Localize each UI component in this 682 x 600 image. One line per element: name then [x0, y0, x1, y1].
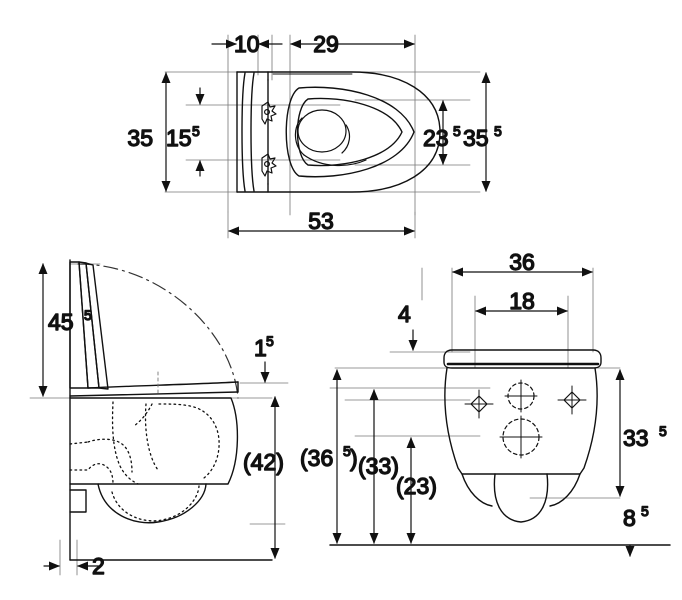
dim-label-15-5: 15 [166, 125, 192, 151]
seat-hinge-top [261, 101, 277, 177]
wc-trap-left-front [461, 473, 493, 507]
dim-label-1-5: 1 [254, 335, 267, 361]
wc-trap-right-front [549, 473, 581, 507]
wc-seat-ring-inner-top [296, 97, 403, 167]
dim-label-42: (42) [243, 449, 284, 475]
dim-label-1-5-sup: 5 [266, 333, 274, 349]
wc-internal-hidden-lines-side [69, 401, 220, 522]
fixing-hole-markers-front [464, 379, 587, 459]
wc-bowl-outline-side [69, 397, 239, 485]
dim-label-36: 36 [509, 249, 535, 275]
dim-label-4: 4 [398, 301, 411, 327]
dim-label-36-5-sup: 5 [343, 443, 351, 459]
dim-label-33-5: 33 [623, 425, 649, 451]
wc-bowl-outline-front [444, 367, 598, 475]
dim-label-23: (23) [396, 473, 437, 499]
lid-open-swing-arc [77, 263, 239, 399]
wc-outlet-front [493, 473, 549, 523]
dim-label-10: 10 [234, 31, 260, 57]
dim-label-23-5: 23 [423, 125, 449, 151]
dim-label-53: 53 [308, 208, 334, 234]
side-view-dimensions: 45 5 1 5 (42) 2 [38, 263, 285, 580]
dim-label-35-5: 35 [463, 125, 489, 151]
wc-rim-detail-top [294, 109, 367, 167]
wc-seat-ring-outer-top [285, 86, 415, 178]
dim-label-8-5-sup: 5 [641, 503, 649, 519]
dim-label-2: 2 [92, 553, 105, 579]
dim-label-23-5-sup: 5 [453, 123, 461, 139]
wall-bracket-side [69, 489, 87, 513]
wc-bowl-underside-side [97, 483, 207, 524]
dim-label-33-5-sup: 5 [659, 423, 667, 439]
front-view-group [329, 267, 671, 557]
wc-lid-raised-side [69, 261, 109, 390]
top-view-group [164, 34, 481, 239]
dim-label-45-5-sup: 5 [84, 307, 92, 323]
dim-label-36-5: (36 [300, 445, 333, 471]
dim-label-36-5-close: ) [350, 445, 358, 471]
dim-label-35-left: 35 [127, 125, 153, 151]
wc-seat-side [69, 381, 239, 397]
dim-label-18: 18 [509, 288, 535, 314]
dim-label-15-5-sup: 5 [192, 123, 200, 139]
top-view-dimensions: 10 29 35 15 5 23 5 35 5 53 [127, 30, 503, 236]
dim-label-35-5-sup: 5 [494, 123, 502, 139]
dim-label-45-5: 45 [48, 309, 74, 335]
dim-label-33: (33) [358, 453, 399, 479]
side-view-group [29, 259, 289, 576]
front-view-dimensions: 36 18 4 (36 5 ) (33) (23) 33 5 8 5 [299, 248, 668, 544]
dim-label-8-5: 8 [623, 505, 636, 531]
wc-lid-front [443, 349, 602, 369]
